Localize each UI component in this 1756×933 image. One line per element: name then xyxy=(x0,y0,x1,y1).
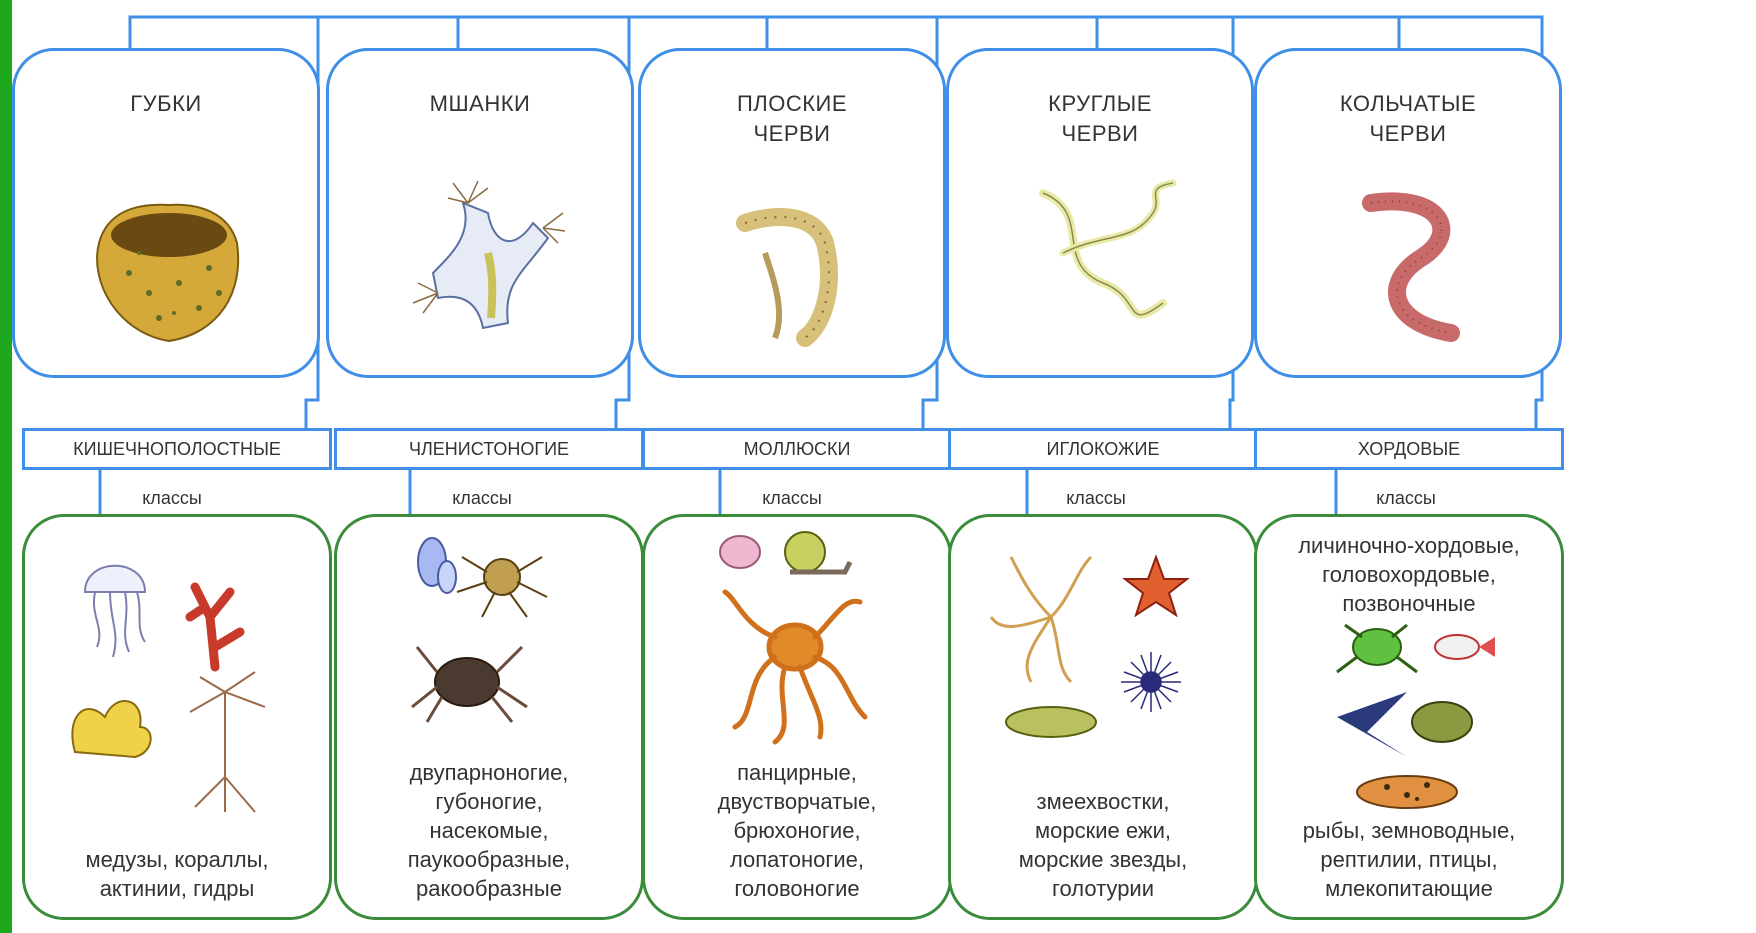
class-card-chordates: личиночно-хордовые, головохордовые, позв… xyxy=(1254,514,1564,920)
sea-urchin-icon xyxy=(1121,652,1181,712)
group-molluscs: МОЛЛЮСКИ xyxy=(642,428,952,470)
crab-icon xyxy=(412,647,527,722)
leopard-icon xyxy=(1357,776,1457,808)
class-card-arthropods: двупарноногие, губоногие, насекомые, пау… xyxy=(334,514,644,920)
arthropod-illustrations xyxy=(337,517,641,757)
group-chordates: ХОРДОВЫЕ xyxy=(1254,428,1564,470)
coral-icon xyxy=(190,587,240,667)
butterfly-icon xyxy=(418,538,456,593)
classes-text: змеехвостки, морские ежи, морские звезды… xyxy=(951,787,1255,903)
jellyfish-icon xyxy=(85,566,145,657)
group-echinoderms: ИГЛОКОЖИЕ xyxy=(948,428,1258,470)
turtle-icon xyxy=(1412,702,1472,742)
classes-label: классы xyxy=(1036,488,1156,509)
phylum-card-bryozoans: МШАНКИ xyxy=(326,48,634,378)
classes-text: медузы, кораллы, актинии, гидры xyxy=(25,845,329,903)
phylum-card-sponges: ГУБКИ xyxy=(12,48,320,378)
flatworm-icon xyxy=(705,173,885,353)
mollusc-illustrations xyxy=(645,517,949,757)
classes-label: классы xyxy=(112,488,232,509)
earthworm-icon xyxy=(1321,173,1501,353)
roundworm-icon xyxy=(1013,173,1193,353)
phylum-card-roundworms: КРУГЛЫЕ ЧЕРВИ xyxy=(946,48,1254,378)
phylum-title: КРУГЛЫЕ ЧЕРВИ xyxy=(949,89,1251,149)
sponge-icon xyxy=(79,173,259,353)
snail-icon xyxy=(785,532,850,572)
diagram-canvas: ГУБКИ МШАНКИ ПЛОСКИЕ ЧЕРВИ xyxy=(12,0,1756,933)
phylum-title: МШАНКИ xyxy=(329,89,631,119)
spider-icon xyxy=(457,557,547,617)
group-arthropods: ЧЛЕНИСТОНОГИЕ xyxy=(334,428,644,470)
phylum-card-annelids: КОЛЬЧАТЫЕ ЧЕРВИ xyxy=(1254,48,1562,378)
phylum-title: ГУБКИ xyxy=(15,89,317,119)
phylum-card-flatworms: ПЛОСКИЕ ЧЕРВИ xyxy=(638,48,946,378)
phylum-title: КОЛЬЧАТЫЕ ЧЕРВИ xyxy=(1257,89,1559,149)
class-card-coelenterates: медузы, кораллы, актинии, гидры xyxy=(22,514,332,920)
group-coelenterates: КИШЕЧНОПОЛОСТНЫЕ xyxy=(22,428,332,470)
coelenterate-illustrations xyxy=(25,517,329,817)
echinoderm-illustrations xyxy=(951,517,1255,757)
classes-label: классы xyxy=(732,488,852,509)
class-card-echinoderms: змеехвостки, морские ежи, морские звезды… xyxy=(948,514,1258,920)
classes-text: рыбы, земноводные, рептилии, птицы, млек… xyxy=(1257,816,1561,903)
chiton-icon xyxy=(720,536,760,568)
sea-cucumber-icon xyxy=(1006,707,1096,737)
brittle-star-icon xyxy=(991,557,1091,682)
classes-text: панцирные, двустворчатые, брюхоногие, ло… xyxy=(645,758,949,903)
classes-label: классы xyxy=(422,488,542,509)
starfish-icon xyxy=(1125,557,1187,615)
octopus-icon xyxy=(725,592,865,742)
hydra-icon xyxy=(190,672,265,812)
phylum-title: ПЛОСКИЕ ЧЕРВИ xyxy=(641,89,943,149)
swallow-icon xyxy=(1337,692,1407,757)
class-card-molluscs: панцирные, двустворчатые, брюхоногие, ло… xyxy=(642,514,952,920)
classes-text: двупарноногие, губоногие, насекомые, пау… xyxy=(337,758,641,903)
sea-anemone-icon xyxy=(72,701,150,757)
classes-label: классы xyxy=(1346,488,1466,509)
frog-icon xyxy=(1337,625,1417,672)
fish-icon xyxy=(1435,635,1495,659)
bryozoan-icon xyxy=(393,173,573,353)
